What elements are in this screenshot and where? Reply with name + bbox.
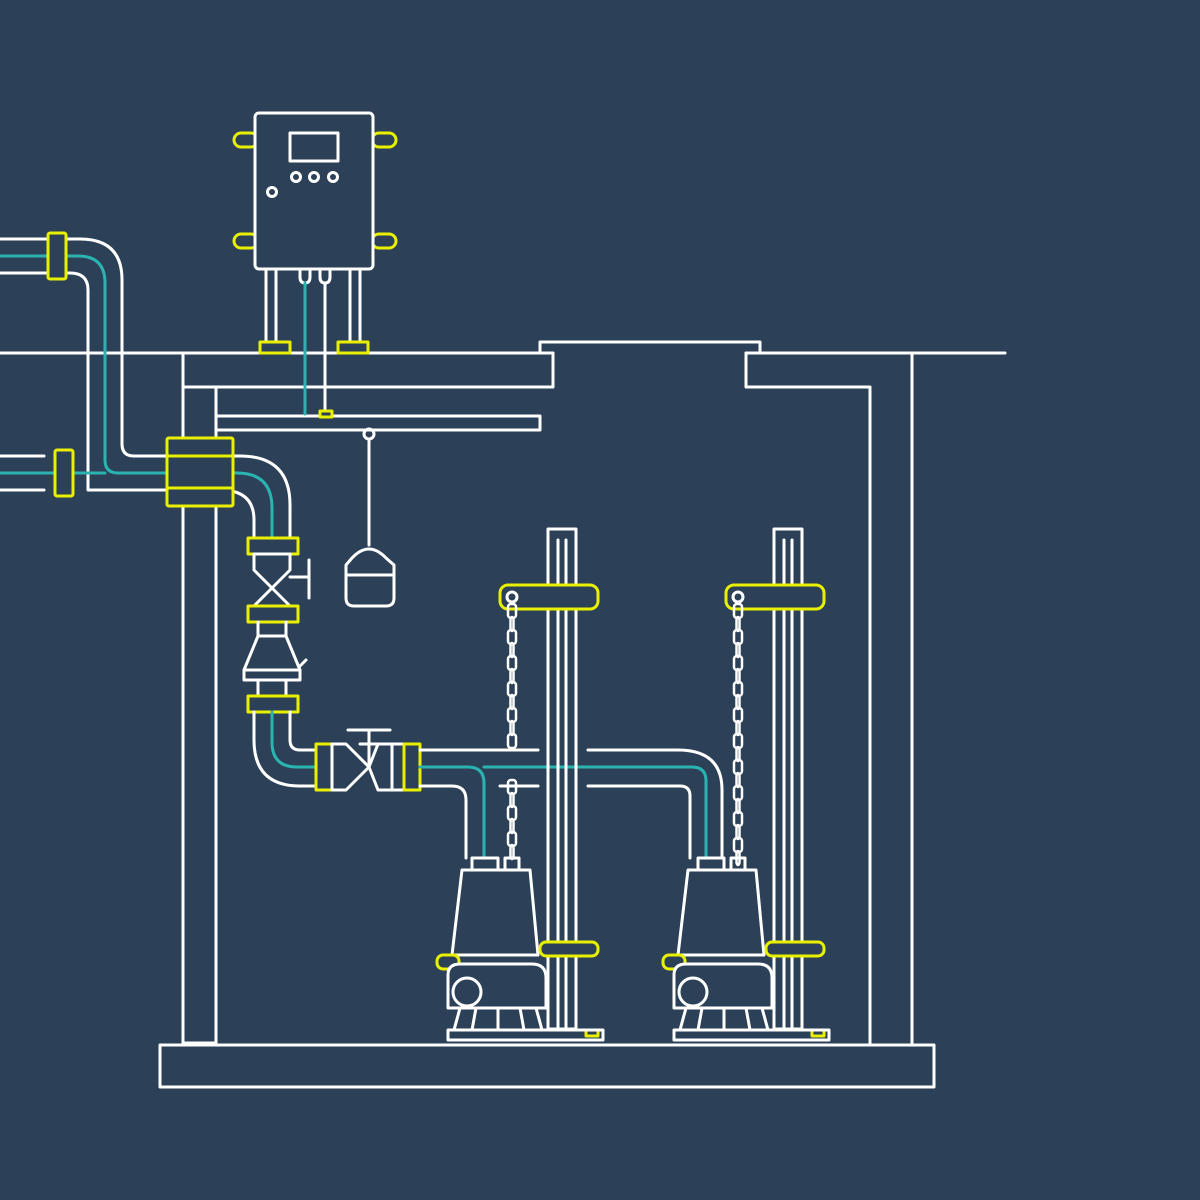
lifting-chain-icon xyxy=(498,583,600,861)
check-valve-icon xyxy=(242,634,302,682)
base-slab xyxy=(158,1043,936,1089)
gate-valve-icon xyxy=(252,552,292,590)
discharge-pipework xyxy=(0,231,724,860)
access-cover xyxy=(538,340,762,355)
chamber-structure xyxy=(0,340,1007,1089)
float-switch-icon xyxy=(344,427,396,608)
submersible-pump-icon xyxy=(435,856,605,1042)
control-panel-icon xyxy=(232,111,398,419)
chain-link xyxy=(506,732,518,750)
submersible-pump-icon-2 xyxy=(661,856,831,1042)
lifting-chain-icon-2 xyxy=(724,583,826,867)
panel-display xyxy=(288,131,340,163)
